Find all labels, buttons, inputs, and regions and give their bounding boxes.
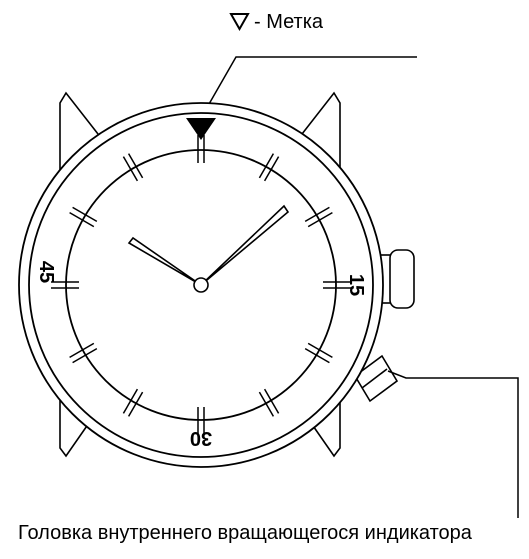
marker-leader-line xyxy=(200,56,417,119)
triangle-down-outline-icon xyxy=(229,13,250,32)
hour-marker-line xyxy=(72,347,98,364)
hour-marker-line xyxy=(258,153,275,179)
minute-hand xyxy=(200,204,290,286)
hour-marker-line xyxy=(122,388,139,414)
hour-marker-line xyxy=(263,156,280,182)
hour-marker-line xyxy=(304,206,330,223)
chapter-ring xyxy=(65,149,337,421)
triangle-down-filled-icon xyxy=(186,118,216,140)
hour-marker-line xyxy=(263,388,280,414)
bezel-number-15: 15 xyxy=(345,274,367,296)
bezel-number-45: 45 xyxy=(35,261,57,283)
crown-label-text: Головка внутреннего вращающегося индикат… xyxy=(18,522,473,544)
hour-marker-line xyxy=(127,153,144,179)
hour-marker-line xyxy=(307,211,333,228)
hand-center-pin xyxy=(193,277,209,293)
hour-marker-line xyxy=(127,391,144,417)
hour-marker-line xyxy=(304,347,330,364)
marker-label: - Метка xyxy=(229,11,324,33)
hour-markers xyxy=(51,135,351,435)
crown-leader-line xyxy=(387,370,519,518)
hour-marker-line xyxy=(258,391,275,417)
hour-marker-line xyxy=(122,156,139,182)
hour-marker-line xyxy=(307,342,333,359)
watch-hands xyxy=(127,204,290,293)
hour-marker-line xyxy=(69,342,95,359)
hour-marker-line xyxy=(72,206,98,223)
hour-hand xyxy=(127,236,202,286)
crown-inner-bezel xyxy=(353,354,399,403)
marker-label-text: - Метка xyxy=(254,11,324,33)
hour-marker-line xyxy=(69,211,95,228)
bezel-number-30: 30 xyxy=(190,427,212,449)
bezel-ring xyxy=(28,112,374,458)
